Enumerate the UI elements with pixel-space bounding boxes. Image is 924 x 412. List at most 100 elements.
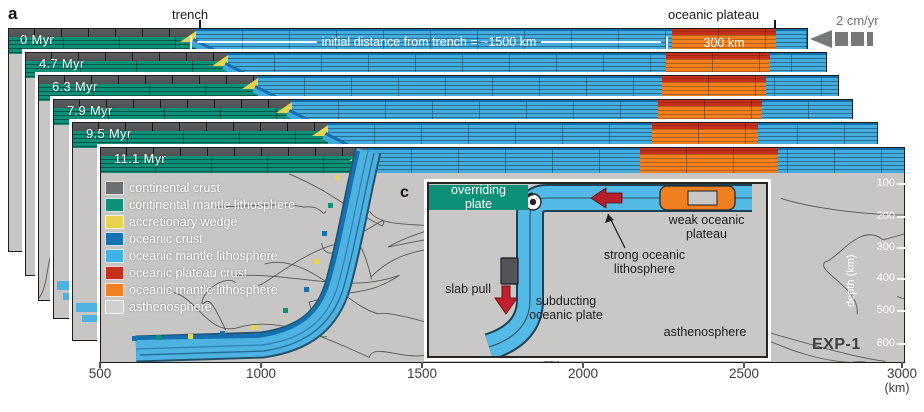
inset-frame bbox=[427, 182, 768, 358]
measure-line bbox=[197, 41, 317, 43]
legend-label: oceanic crust bbox=[129, 231, 203, 246]
measure-tick-right bbox=[666, 35, 669, 49]
x-tick-mark bbox=[901, 362, 903, 368]
strong-lithosphere-label: strong oceanic lithosphere bbox=[603, 248, 686, 277]
weak-plateau-label: weak oceanic plateau bbox=[668, 213, 745, 242]
initial-distance-annotation: initial distance from trench = ~1500 km bbox=[190, 35, 669, 49]
continental-mantle-layer bbox=[72, 131, 328, 148]
legend-item: continental crust bbox=[105, 180, 295, 195]
legend-item: oceanic mantle lithosphere bbox=[105, 282, 295, 297]
continental-crust-layer bbox=[38, 75, 258, 84]
subducting-plate-label: subducting oceanic plate bbox=[529, 294, 603, 323]
continental-crust-layer bbox=[100, 147, 365, 156]
continental-crust-layer bbox=[25, 52, 228, 61]
continental-mantle-layer bbox=[100, 156, 365, 173]
accretionary-wedge bbox=[276, 102, 292, 113]
velocity-arrow-icon bbox=[810, 30, 900, 48]
slab-weight bbox=[500, 257, 519, 285]
depth-tick-mark bbox=[897, 278, 905, 280]
overriding-plate-label: overriding plate bbox=[451, 183, 506, 211]
depth-axis-label: depth (km) bbox=[845, 254, 857, 308]
accretionary-wedge bbox=[312, 125, 328, 136]
x-tick-mark bbox=[582, 362, 584, 368]
legend-swatch bbox=[105, 214, 124, 229]
legend-label: continental mantle lithosphere bbox=[129, 197, 296, 212]
x-tick-mark bbox=[421, 362, 423, 368]
legend-label: oceanic mantle lithosphere bbox=[129, 282, 278, 297]
depth-tick-label: 200 bbox=[876, 210, 895, 222]
x-tick-label: 2000 bbox=[567, 366, 599, 381]
oceanic-plate-layer bbox=[365, 147, 905, 173]
depth-tick-label: 400 bbox=[876, 272, 895, 284]
legend-swatch bbox=[105, 197, 124, 212]
inset-asthenosphere-label: asthenosphere bbox=[663, 325, 747, 339]
figure-panel-letter: a bbox=[8, 4, 18, 23]
inset-plate-drawing bbox=[484, 184, 752, 356]
depth-tick-mark bbox=[897, 343, 905, 345]
depth-tick-label: 300 bbox=[876, 241, 895, 253]
legend-swatch bbox=[105, 180, 124, 195]
legend-swatch bbox=[105, 282, 124, 297]
slab-fragment bbox=[57, 281, 79, 290]
continental-crust-layer bbox=[8, 28, 196, 37]
legend-swatch bbox=[105, 231, 124, 246]
weak-plateau-window bbox=[687, 190, 718, 206]
x-tick-label: 1500 bbox=[406, 366, 438, 381]
trench-label: trench bbox=[172, 7, 209, 22]
time-label: 0 Myr bbox=[20, 32, 54, 47]
slab-fragment bbox=[82, 315, 98, 322]
trench-tick bbox=[199, 20, 201, 28]
plateau-tick bbox=[774, 20, 776, 28]
legend-item: oceanic crust bbox=[105, 231, 295, 246]
arrow-seg bbox=[835, 32, 848, 46]
time-label: 9.5 Myr bbox=[86, 126, 132, 141]
legend-swatch bbox=[105, 299, 124, 314]
depth-tick-mark bbox=[897, 183, 905, 185]
slab-pull-label: slab pull bbox=[445, 282, 491, 296]
continental-crust-layer bbox=[72, 122, 328, 131]
accretionary-wedge bbox=[180, 31, 196, 42]
legend-swatch bbox=[105, 265, 124, 280]
depth-tick-mark bbox=[897, 216, 905, 218]
x-tick-mark bbox=[260, 362, 262, 368]
x-axis-unit: (km) bbox=[884, 381, 910, 395]
legend-label: oceanic mantle lithosphere bbox=[129, 248, 278, 263]
slab-pull-arrow bbox=[494, 285, 518, 315]
accretionary-wedge bbox=[212, 55, 228, 66]
plate-motion-arrow bbox=[590, 187, 623, 209]
time-label: 11.1 Myr bbox=[114, 151, 167, 166]
x-tick-mark bbox=[99, 362, 101, 368]
legend-label: continental crust bbox=[129, 180, 221, 195]
inset-schematic: overriding plate weak oceanic plateau st… bbox=[424, 179, 771, 361]
accretionary-wedge bbox=[242, 78, 258, 89]
legend-item: oceanic mantle lithosphere bbox=[105, 248, 295, 263]
time-label: 6.3 Myr bbox=[52, 79, 98, 94]
slab-fragment bbox=[76, 303, 98, 312]
experiment-label: EXP-1 bbox=[812, 336, 861, 353]
x-tick-mark bbox=[743, 362, 745, 368]
depth-tick-label: 100 bbox=[876, 177, 895, 189]
continental-crust-layer bbox=[53, 99, 292, 108]
legend-item: accretionary wedge bbox=[105, 214, 295, 229]
legend-item: asthenosphere bbox=[105, 299, 295, 314]
x-tick-label: 1000 bbox=[245, 366, 277, 381]
time-label: 7.9 Myr bbox=[67, 103, 113, 118]
legend-item: oceanic plateau crust bbox=[105, 265, 295, 280]
depth-tick-label: 500 bbox=[876, 304, 895, 316]
subducted-slab-drawing bbox=[132, 147, 382, 363]
legend-label: asthenosphere bbox=[129, 299, 212, 314]
x-tick-label: 3000 bbox=[886, 366, 918, 381]
inset-letter: c bbox=[400, 184, 409, 201]
oceanic-plate-layer bbox=[328, 122, 878, 148]
measure-line bbox=[541, 41, 662, 43]
roller-icon-center bbox=[529, 198, 537, 206]
oceanic-plateau-block bbox=[652, 122, 758, 148]
legend-label: oceanic plateau crust bbox=[129, 265, 248, 280]
depth-tick-mark bbox=[897, 247, 905, 249]
arrow-head bbox=[810, 30, 832, 48]
initial-distance-text: initial distance from trench = ~1500 km bbox=[321, 35, 537, 49]
x-tick-label: 500 bbox=[88, 366, 112, 381]
legend-swatch bbox=[105, 248, 124, 263]
depth-tick-label: 600 bbox=[876, 337, 895, 349]
